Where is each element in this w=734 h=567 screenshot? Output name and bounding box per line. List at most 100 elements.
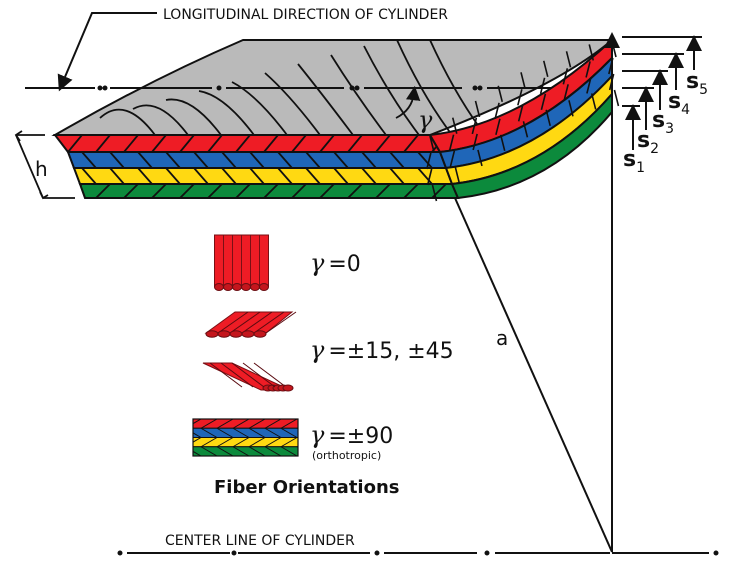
fiber-hatch <box>277 167 293 184</box>
curved-fiber-hatch <box>585 61 591 78</box>
fiber-hatch <box>361 151 377 168</box>
orthotropic-hatch <box>264 446 282 456</box>
fiber-hatch <box>305 151 321 168</box>
surface-fiber-line <box>330 54 387 136</box>
legend-fiber-angled <box>202 311 297 392</box>
fiber-hatch <box>263 183 279 198</box>
longitudinal-leader-arrow <box>57 12 157 92</box>
fiber-hatch <box>403 135 419 153</box>
curved-fiber-hatch <box>431 184 438 202</box>
orthotropic-hatch <box>248 427 266 438</box>
curved-fiber-hatch <box>494 102 500 119</box>
radius-line <box>454 197 613 553</box>
fiber-hatch <box>221 151 237 168</box>
fiber-hatch <box>40 135 54 152</box>
fiber-rod-end <box>229 330 243 338</box>
gamma-angle-label: γ <box>418 106 433 134</box>
legend-fiber-0deg <box>214 234 269 291</box>
gamma-angle-arrow <box>395 85 421 119</box>
orthotropic-hatch <box>216 437 234 448</box>
station-s5: s5 <box>622 35 708 98</box>
orthotropic-hatch <box>280 419 298 429</box>
orthotropic-hatch <box>264 427 282 438</box>
surface-fiber-line <box>363 45 420 136</box>
surface-fiber-line <box>396 39 453 136</box>
fiber-hatch <box>417 167 433 184</box>
orthotropic-hatch <box>200 446 218 456</box>
orthotropic-block <box>193 419 298 456</box>
station-symbol: s <box>652 108 665 133</box>
fiber-hatch <box>67 135 83 153</box>
curved-fiber-hatch <box>517 89 523 106</box>
curved-fiber-hatch <box>565 51 572 68</box>
station-index: 5 <box>699 82 708 98</box>
orthotropic-hatch <box>193 419 202 425</box>
flat-layer-hatch <box>68 151 446 168</box>
longitudinal-direction-label: LONGITUDINAL DIRECTION OF CYLINDER <box>163 7 448 23</box>
fiber-rod-edge <box>253 311 285 334</box>
fiber-hatch <box>179 135 195 153</box>
fiber-rod-end <box>250 283 260 291</box>
station-index: 2 <box>650 141 659 157</box>
legend-row-2: γ=±90 <box>310 421 393 449</box>
fiber-hatch <box>235 135 251 153</box>
curved-fiber-hatch <box>474 100 481 118</box>
orthotropic-hatch <box>216 427 234 438</box>
fiber-hatch <box>95 135 111 153</box>
fiber-rod-edge <box>220 362 254 388</box>
fiber-hatch <box>95 183 111 198</box>
fiber-hatch <box>151 183 167 198</box>
orthotropic-hatch <box>193 432 202 438</box>
orthotropic-hatch <box>232 419 250 429</box>
curved-fiber-hatch <box>562 68 569 85</box>
fiber-hatch <box>389 151 405 168</box>
curved-fiber-hatch <box>568 100 574 117</box>
fiber-hatch <box>375 135 391 153</box>
flat-laminate-stack <box>40 134 460 199</box>
orthotropic-hatch <box>193 437 202 443</box>
surface-fiber-line <box>99 108 156 136</box>
fiber-hatch <box>54 168 68 184</box>
curved-fiber-hatch <box>495 118 501 135</box>
station-label: s4 <box>668 89 690 118</box>
longitudinal-axis-line <box>25 85 600 91</box>
orthotropic-hatch <box>232 427 250 438</box>
fiber-rod-end <box>217 330 231 338</box>
station-label: s1 <box>623 147 645 176</box>
orthotropic-hatch <box>248 446 266 456</box>
fiber-rod-edge <box>229 311 261 334</box>
curved-fiber-hatch <box>539 77 546 94</box>
fiber-hatch <box>277 151 293 168</box>
legend-title: Fiber Orientations <box>214 477 400 498</box>
curved-fiber-hatch <box>429 135 435 153</box>
fiber-rod-edge <box>265 311 297 334</box>
fiber-hatch <box>347 135 363 153</box>
fiber-hatch <box>375 183 391 198</box>
thickness-dimension <box>14 130 75 200</box>
orthotropic-hatch <box>200 437 218 448</box>
fiber-hatch <box>333 167 349 184</box>
fiber-hatch <box>389 167 405 184</box>
flat-layer-hatch <box>80 183 447 198</box>
fiber-rod-end <box>259 283 269 291</box>
station-label: s5 <box>686 69 708 98</box>
orthotropic-hatch <box>248 437 266 448</box>
orthotropic-hatch <box>232 437 250 448</box>
fiber-hatch <box>109 167 125 184</box>
fiber-rod-edge <box>231 362 265 388</box>
curved-fiber-hatch <box>517 105 524 122</box>
fiber-hatch <box>291 135 307 153</box>
station-index: 3 <box>665 121 674 137</box>
curved-fiber-hatch <box>426 152 432 170</box>
fiber-rod-end <box>282 384 294 392</box>
surface-fiber-line <box>165 98 222 136</box>
fiber-hatch <box>81 167 97 184</box>
center-line-label: CENTER LINE OF CYLINDER <box>165 533 355 549</box>
fiber-hatch <box>305 167 321 184</box>
legend-gamma-0: γ <box>310 249 325 277</box>
legend-gamma-2: γ <box>310 421 325 449</box>
curved-fiber-hatch <box>497 85 504 102</box>
fiber-rod-end <box>232 283 242 291</box>
